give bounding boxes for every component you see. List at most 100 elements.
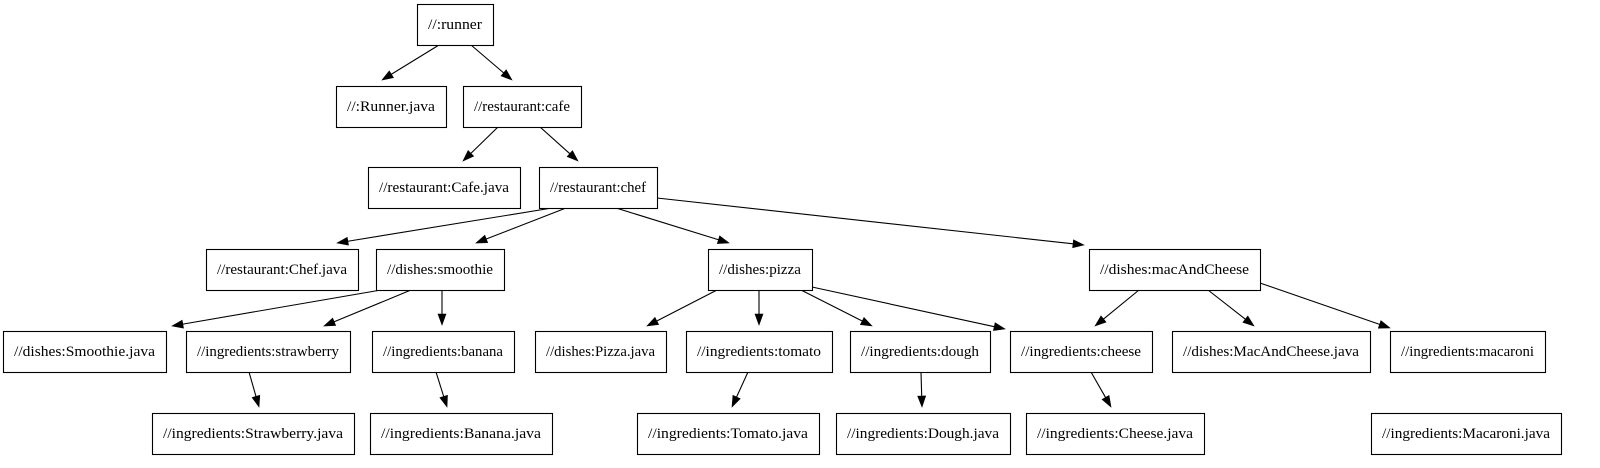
graph-node-macaroni_java[interactable]: //ingredients:Macaroni.java — [1370, 412, 1563, 456]
node-box[interactable] — [1389, 330, 1547, 374]
graph-edge — [1207, 289, 1255, 327]
node-box[interactable] — [534, 330, 668, 374]
graph-node-pizza_java[interactable]: //dishes:Pizza.java — [534, 330, 668, 374]
edge-line — [435, 371, 445, 397]
node-box[interactable] — [185, 330, 352, 374]
graph-node-dough_java[interactable]: //ingredients:Dough.java — [835, 412, 1012, 456]
graph-edge — [323, 289, 412, 327]
node-box[interactable] — [1088, 248, 1262, 292]
edge-line — [1090, 371, 1107, 398]
graph-node-ing_cheese[interactable]: //ingredients:cheese — [1009, 330, 1154, 374]
graph-node-restaurant_chef[interactable]: //restaurant:chef — [538, 166, 659, 210]
node-label: //ingredients:strawberry — [197, 344, 339, 360]
node-box[interactable] — [685, 330, 834, 374]
node-label: //restaurant:Cafe.java — [379, 180, 509, 196]
edge-line — [736, 371, 749, 398]
node-box[interactable] — [1171, 330, 1372, 374]
graph-node-ing_dough[interactable]: //ingredients:dough — [849, 330, 992, 374]
graph-edge — [1259, 282, 1391, 329]
edge-line — [615, 207, 719, 241]
graph-node-cheese_java[interactable]: //ingredients:Cheese.java — [1025, 412, 1206, 456]
edge-line — [920, 371, 923, 397]
node-label: //ingredients:Macaroni.java — [1382, 426, 1550, 442]
edge-line — [470, 126, 499, 154]
graph-node-ing_tomato[interactable]: //ingredients:tomato — [685, 330, 834, 374]
node-box[interactable] — [2, 330, 168, 374]
graph-edge — [171, 289, 382, 329]
node-box[interactable] — [462, 85, 583, 129]
node-box[interactable] — [636, 412, 821, 456]
edge-line — [1259, 282, 1380, 325]
graph-node-cafe_java[interactable]: //restaurant:Cafe.java — [367, 166, 522, 210]
node-box[interactable] — [371, 330, 516, 374]
node-box[interactable] — [1025, 412, 1206, 456]
edge-arrowhead-icon — [1072, 239, 1085, 249]
node-box[interactable] — [335, 85, 448, 129]
edge-arrowhead-icon — [1094, 315, 1107, 327]
edge-arrowhead-icon — [1242, 315, 1255, 327]
edge-line — [182, 289, 382, 325]
node-label: //:runner — [428, 17, 482, 33]
edge-line — [800, 289, 863, 322]
graph-edge — [811, 286, 1006, 331]
edge-line — [333, 289, 412, 323]
graph-edge — [656, 197, 1085, 249]
node-box[interactable] — [205, 248, 360, 292]
graph-node-tomato_java[interactable]: //ingredients:Tomato.java — [636, 412, 821, 456]
node-box[interactable] — [416, 3, 495, 47]
node-box[interactable] — [1009, 330, 1154, 374]
graph-node-strawberry_java[interactable]: //ingredients:Strawberry.java — [151, 412, 356, 456]
node-label: //restaurant:cafe — [474, 99, 570, 115]
graph-node-ing_macaroni[interactable]: //ingredients:macaroni — [1389, 330, 1547, 374]
edge-arrowhead-icon — [437, 313, 447, 326]
edge-arrowhead-icon — [462, 149, 475, 162]
edge-line — [656, 197, 1074, 245]
nodes-layer: //:runner //:Runner.java //restaurant:cafe… — [2, 3, 1563, 456]
graph-node-smoothie_java[interactable]: //dishes:Smoothie.java — [2, 330, 168, 374]
graph-node-dishes_mac[interactable]: //dishes:macAndCheese — [1088, 248, 1262, 292]
edge-line — [656, 289, 718, 322]
graph-node-runner_java[interactable]: //:Runner.java — [335, 85, 448, 129]
node-box[interactable] — [1370, 412, 1563, 456]
graph-node-mac_java[interactable]: //dishes:MacAndCheese.java — [1171, 330, 1372, 374]
node-label: //dishes:smoothie — [387, 262, 493, 278]
graph-edge — [336, 207, 553, 246]
graph-edge — [381, 44, 440, 81]
node-box[interactable] — [369, 412, 554, 456]
graph-node-banana_java[interactable]: //ingredients:Banana.java — [369, 412, 554, 456]
edge-arrowhead-icon — [500, 69, 513, 81]
node-box[interactable] — [835, 412, 1012, 456]
node-box[interactable] — [707, 248, 814, 292]
node-label: //:Runner.java — [347, 99, 435, 115]
edges-layer — [171, 44, 1391, 408]
graph-node-dishes_smoothie[interactable]: //dishes:smoothie — [375, 248, 506, 292]
node-label: //ingredients:cheese — [1021, 344, 1141, 360]
node-box[interactable] — [367, 166, 522, 210]
graph-node-ing_strawberry[interactable]: //ingredients:strawberry — [185, 330, 352, 374]
node-label: //ingredients:tomato — [697, 344, 821, 360]
node-box[interactable] — [538, 166, 659, 210]
graph-node-runner[interactable]: //:runner — [416, 3, 495, 47]
edge-arrowhead-icon — [566, 150, 579, 162]
graph-node-dishes_pizza[interactable]: //dishes:pizza — [707, 248, 814, 292]
graph-edge — [646, 289, 718, 327]
edge-arrowhead-icon — [381, 70, 394, 81]
node-label: //dishes:macAndCheese — [1100, 262, 1249, 278]
edge-arrowhead-icon — [171, 319, 184, 329]
edge-line — [248, 371, 257, 397]
edge-line — [486, 207, 567, 240]
graph-edge — [470, 44, 513, 81]
node-label: //restaurant:Chef.java — [217, 262, 347, 278]
graph-edge — [248, 371, 261, 408]
edge-arrowhead-icon — [323, 317, 337, 327]
node-box[interactable] — [849, 330, 992, 374]
node-label: //ingredients:Tomato.java — [648, 426, 808, 442]
node-label: //ingredients:dough — [861, 344, 980, 360]
graph-node-restaurant_cafe[interactable]: //restaurant:cafe — [462, 85, 583, 129]
graph-edge — [462, 126, 499, 162]
graph-node-ing_banana[interactable]: //ingredients:banana — [371, 330, 516, 374]
graph-node-chef_java[interactable]: //restaurant:Chef.java — [205, 248, 360, 292]
node-box[interactable] — [375, 248, 506, 292]
node-label: //dishes:Smoothie.java — [14, 344, 155, 360]
node-box[interactable] — [151, 412, 356, 456]
